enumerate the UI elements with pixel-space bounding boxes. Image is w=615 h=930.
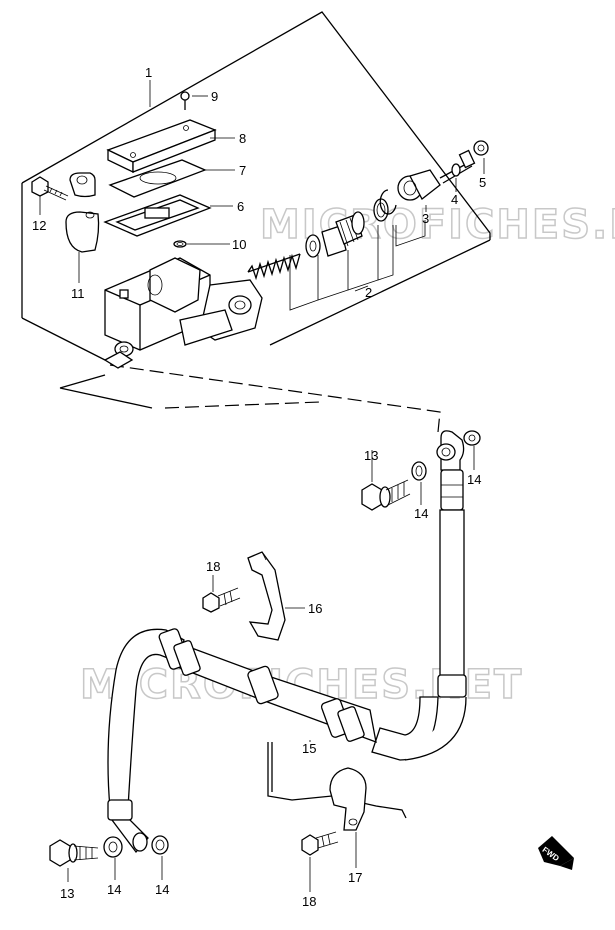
washer-top-left bbox=[411, 461, 427, 481]
callout-16: 16 bbox=[308, 601, 322, 616]
assembly-boundary bbox=[21, 11, 491, 409]
upper-hose bbox=[371, 430, 467, 761]
callout-11: 11 bbox=[71, 286, 85, 301]
callout-9: 9 bbox=[211, 89, 218, 104]
banjo-bolt-bottom bbox=[49, 839, 99, 867]
callout-3: 3 bbox=[422, 211, 429, 226]
washer-bottom-left bbox=[103, 836, 123, 858]
piston-set bbox=[247, 198, 394, 311]
hose-bracket bbox=[247, 551, 286, 641]
fwd-arrow-icon: FWD bbox=[538, 836, 574, 870]
circlip bbox=[379, 189, 397, 215]
callout-1: 1 bbox=[145, 65, 152, 80]
diaphragm bbox=[103, 194, 212, 237]
callout-5: 5 bbox=[479, 175, 486, 190]
callout-14-bottom-right: 14 bbox=[155, 882, 169, 897]
callout-7: 7 bbox=[239, 163, 246, 178]
dust-boot bbox=[395, 169, 441, 247]
callout-12: 12 bbox=[32, 218, 46, 233]
callout-14-top-left: 14 bbox=[414, 506, 428, 521]
callouts: 1 9 8 7 6 10 12 11 2 3 4 5 13 14 14 18 1… bbox=[32, 65, 486, 909]
callout-6: 6 bbox=[237, 199, 244, 214]
callout-2: 2 bbox=[365, 285, 372, 300]
connector-dashes bbox=[109, 364, 441, 433]
master-cylinder-body bbox=[103, 257, 263, 369]
callout-10: 10 bbox=[232, 237, 246, 252]
callout-17: 17 bbox=[348, 870, 362, 885]
callout-13-top: 13 bbox=[364, 448, 378, 463]
callout-4: 4 bbox=[451, 192, 458, 207]
cap-screw bbox=[180, 91, 190, 110]
callout-18-top: 18 bbox=[206, 559, 220, 574]
small-oring bbox=[173, 240, 187, 248]
callout-13-bottom: 13 bbox=[60, 886, 74, 901]
handlebar-clamp bbox=[65, 172, 100, 253]
banjo-bolt-top bbox=[361, 479, 411, 511]
clamp-bolt-lower bbox=[301, 831, 339, 856]
callout-14-top-right: 14 bbox=[467, 472, 481, 487]
washer-bottom-right bbox=[151, 835, 169, 855]
leader-lines bbox=[39, 80, 485, 892]
callout-18-bottom: 18 bbox=[302, 894, 316, 909]
bracket-bolt bbox=[202, 587, 241, 613]
callout-14-bottom-left: 14 bbox=[107, 882, 121, 897]
callout-8: 8 bbox=[239, 131, 246, 146]
washer-top-right bbox=[463, 430, 481, 446]
clamp-bolt bbox=[31, 176, 69, 201]
reservoir-cap bbox=[106, 119, 217, 174]
callout-15: 15 bbox=[302, 741, 316, 756]
push-rod bbox=[439, 149, 476, 184]
pushrod-end bbox=[473, 140, 489, 156]
hose-clamp bbox=[267, 742, 407, 831]
lower-hose bbox=[107, 628, 377, 854]
